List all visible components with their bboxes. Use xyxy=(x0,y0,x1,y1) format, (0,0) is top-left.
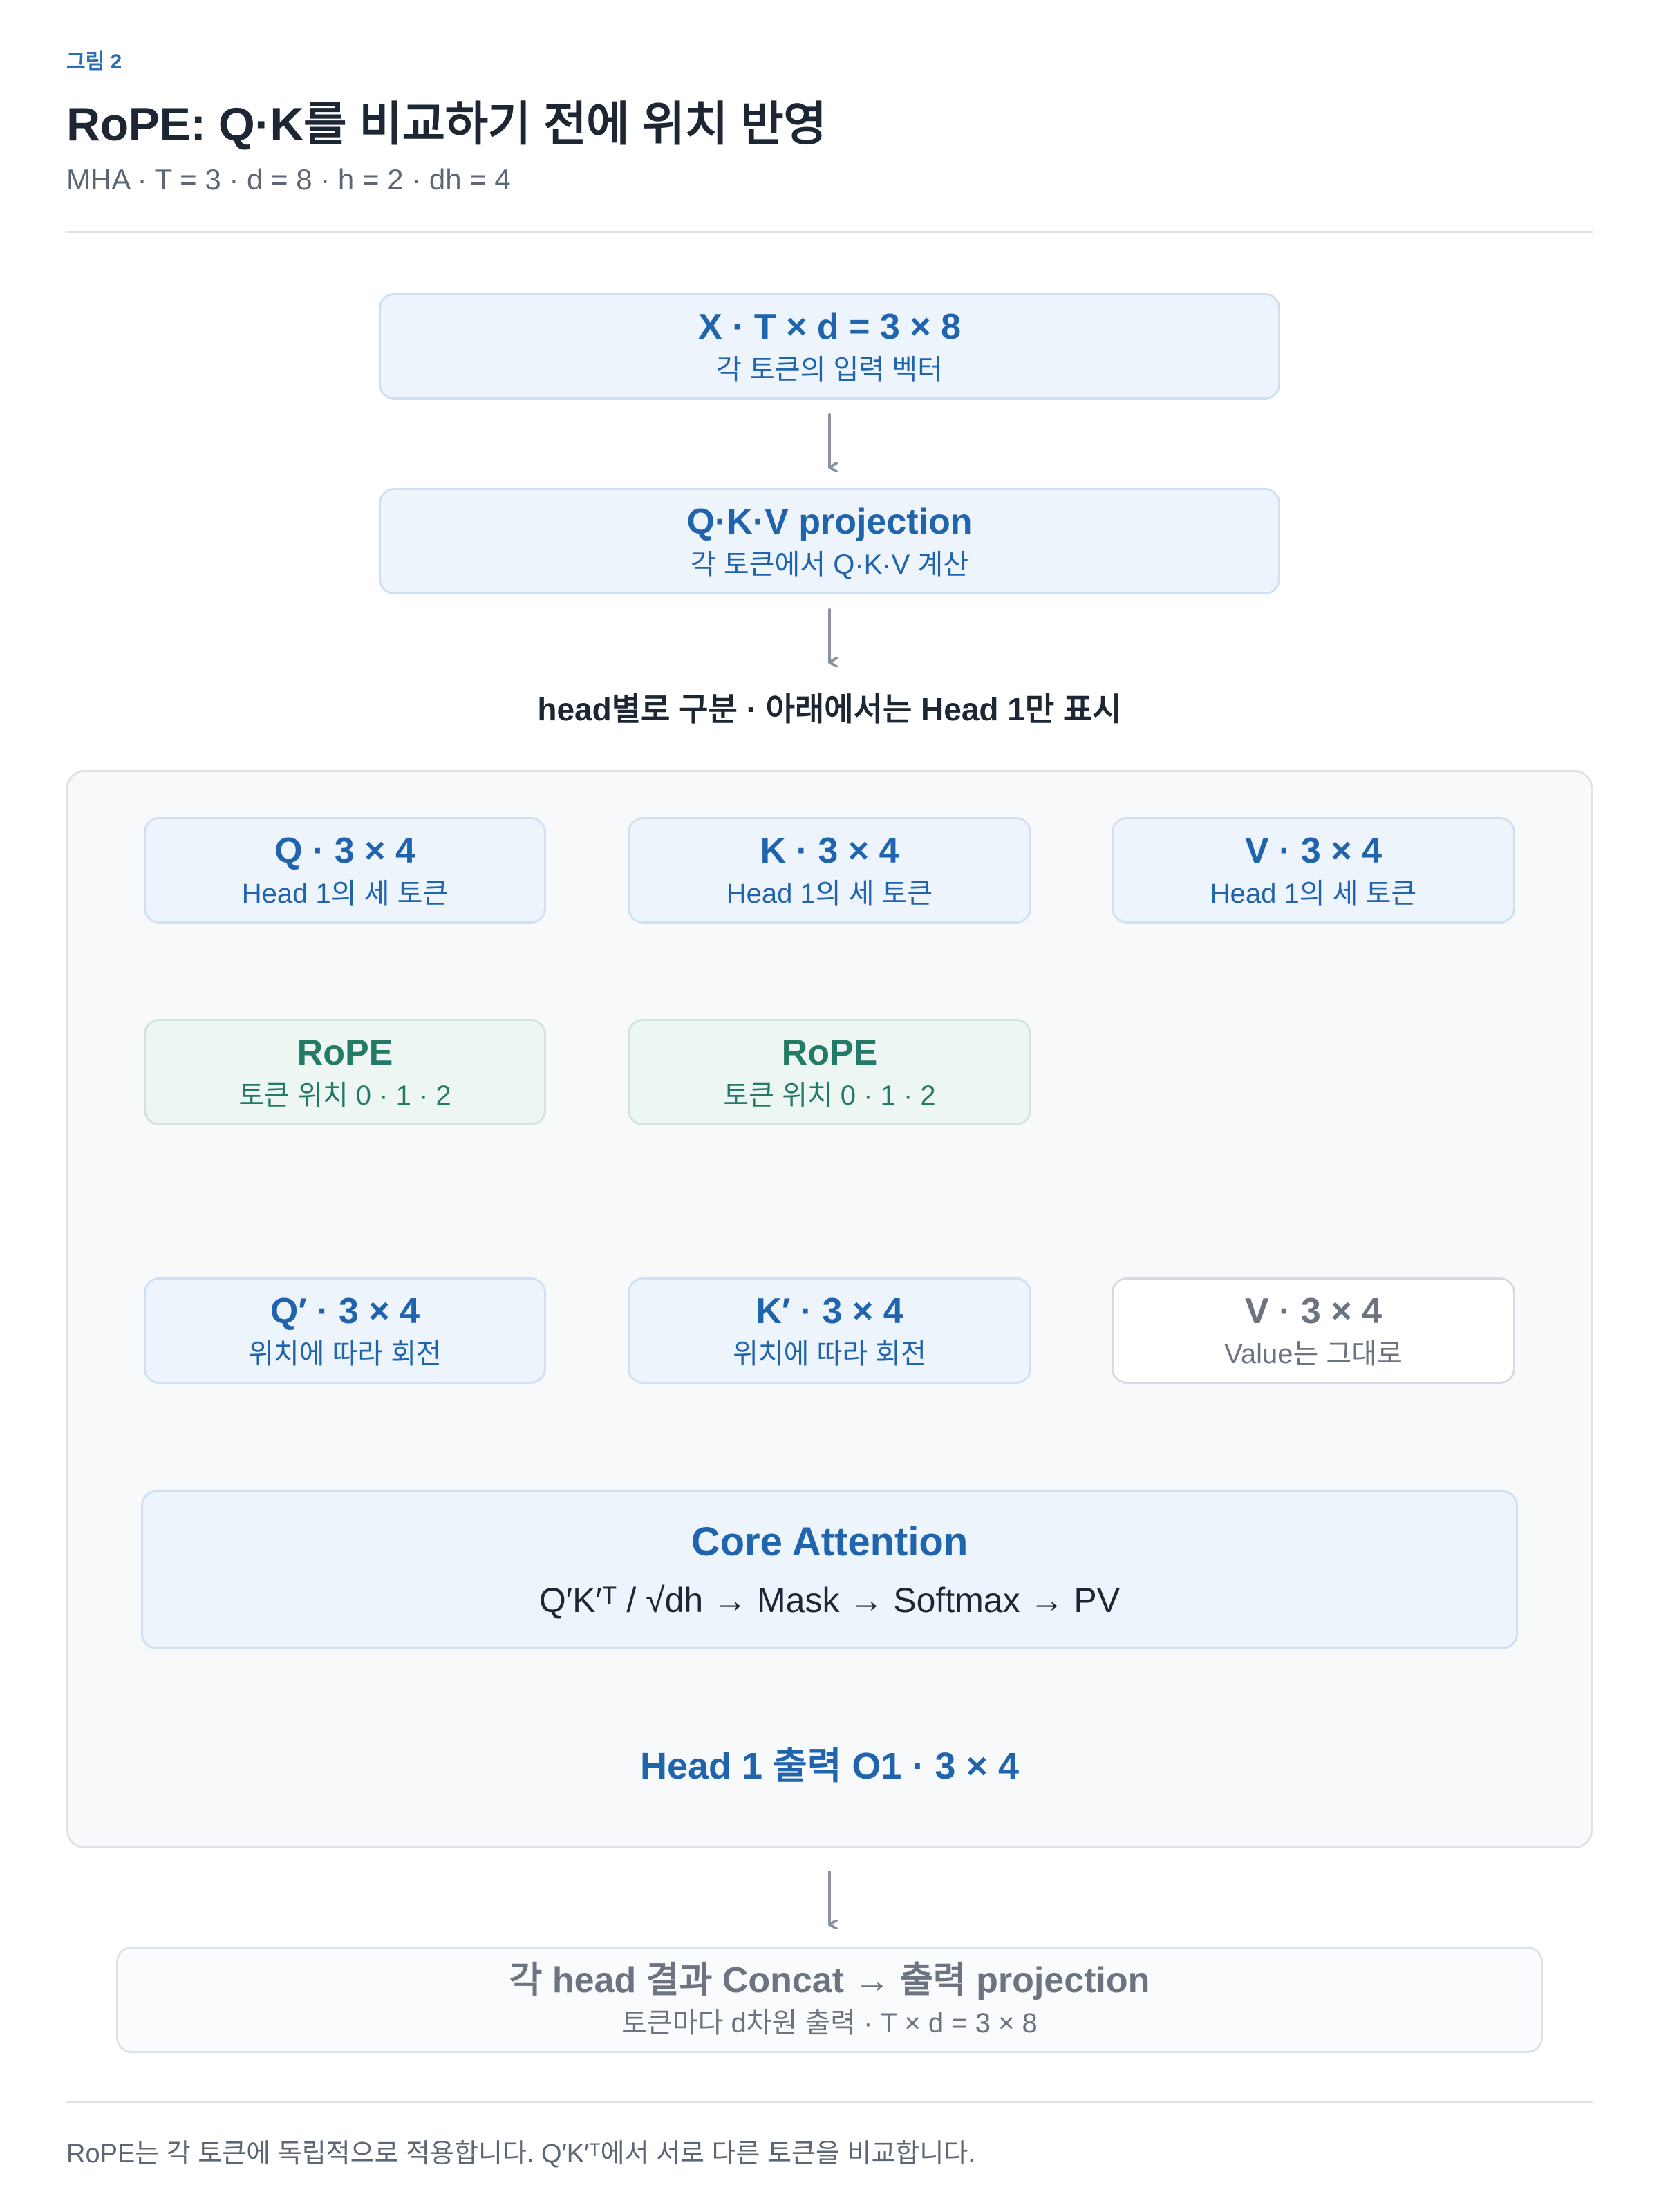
top-divider xyxy=(66,231,1593,233)
q-prime-box: Q′ · 3 × 4 위치에 따라 회전 xyxy=(144,1277,546,1384)
concat-sub: 토큰마다 d차원 출력 · T × d = 3 × 8 xyxy=(621,2007,1038,2038)
input-box: X · T × d = 3 × 8 각 토큰의 입력 벡터 xyxy=(379,293,1280,400)
rope-q-title: RoPE xyxy=(297,1033,393,1074)
v-box-sub: Head 1의 세 토큰 xyxy=(1210,878,1417,909)
head-output-label: Head 1 출력 O1 · 3 × 4 xyxy=(639,1745,1020,1787)
rope-k-box: RoPE 토큰 위치 0 · 1 · 2 xyxy=(628,1019,1031,1125)
bottom-divider xyxy=(66,2101,1593,2103)
v-output-box: V · 3 × 4 Value는 그대로 xyxy=(1112,1277,1515,1384)
figure-label: 그림 2 xyxy=(66,50,122,73)
rope-k-title: RoPE xyxy=(781,1033,878,1074)
q-box-title: Q · 3 × 4 xyxy=(274,831,415,872)
core-attention-box: Core Attention Q′K′ᵀ / √dh → Mask → Soft… xyxy=(141,1490,1518,1649)
concat-title: 각 head 결과 Concat → 출력 projection xyxy=(509,1960,1150,2001)
v-box-title: V · 3 × 4 xyxy=(1245,831,1382,872)
input-box-sub: 각 토큰의 입력 벡터 xyxy=(716,354,943,385)
k-box-sub: Head 1의 세 토큰 xyxy=(726,878,933,909)
q-box: Q · 3 × 4 Head 1의 세 토큰 xyxy=(144,817,546,924)
k-box: K · 3 × 4 Head 1의 세 토큰 xyxy=(628,817,1031,924)
q-prime-sub: 위치에 따라 회전 xyxy=(248,1338,442,1369)
k-prime-sub: 위치에 따라 회전 xyxy=(733,1338,926,1369)
q-box-sub: Head 1의 세 토큰 xyxy=(241,878,449,909)
rope-k-sub: 토큰 위치 0 · 1 · 2 xyxy=(723,1080,936,1111)
core-attention-formula: Q′K′ᵀ / √dh → Mask → Softmax → PV xyxy=(538,1581,1121,1620)
page-title: RoPE: Q·K를 비교하기 전에 위치 반영 xyxy=(66,98,827,151)
qkv-box-sub: 각 토큰에서 Q·K·V 계산 xyxy=(690,549,969,580)
k-prime-title: K′ · 3 × 4 xyxy=(756,1291,903,1332)
rope-q-box: RoPE 토큰 위치 0 · 1 · 2 xyxy=(144,1019,546,1125)
v-output-sub: Value는 그대로 xyxy=(1224,1338,1403,1369)
qkv-box-title: Q·K·V projection xyxy=(686,502,973,543)
q-prime-title: Q′ · 3 × 4 xyxy=(270,1291,420,1332)
core-attention-title: Core Attention xyxy=(691,1519,968,1564)
v-output-title: V · 3 × 4 xyxy=(1245,1291,1382,1332)
v-box: V · 3 × 4 Head 1의 세 토큰 xyxy=(1112,817,1515,924)
qkv-projection-box: Q·K·V projection 각 토큰에서 Q·K·V 계산 xyxy=(379,488,1280,594)
input-box-title: X · T × d = 3 × 8 xyxy=(697,307,962,348)
rope-q-sub: 토큰 위치 0 · 1 · 2 xyxy=(238,1080,451,1111)
footnote: RoPE는 각 토큰에 독립적으로 적용합니다. Q′K′ᵀ에서 서로 다른 토… xyxy=(66,2139,975,2168)
k-box-title: K · 3 × 4 xyxy=(760,831,899,872)
k-prime-box: K′ · 3 × 4 위치에 따라 회전 xyxy=(628,1277,1031,1384)
page-subtitle: MHA · T = 3 · d = 8 · h = 2 · dh = 4 xyxy=(66,163,511,196)
concat-projection-box: 각 head 결과 Concat → 출력 projection 토큰마다 d차… xyxy=(116,1947,1543,2053)
split-label: head별로 구분 · 아래에서는 Head 1만 표시 xyxy=(537,691,1122,727)
